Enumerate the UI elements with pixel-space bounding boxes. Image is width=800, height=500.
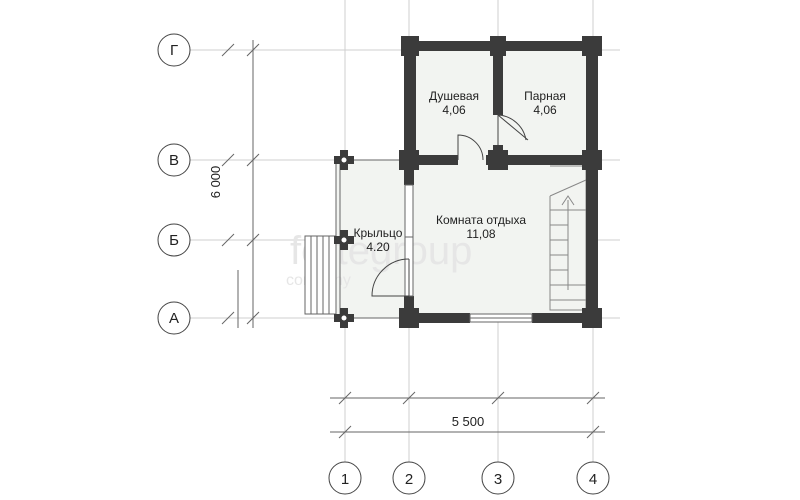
corner-post bbox=[582, 150, 602, 170]
axis-marker-a: А bbox=[157, 301, 191, 335]
dimension-width-text: 5 500 bbox=[452, 414, 485, 429]
wall-bottom-left bbox=[404, 313, 470, 323]
dim-tick bbox=[221, 153, 235, 167]
doors bbox=[371, 114, 529, 297]
dim-tick bbox=[221, 43, 235, 57]
room-labels: Душевая 4,06 Парная 4,06 Комната отдыха … bbox=[354, 89, 566, 254]
axis-marker-v: В bbox=[157, 143, 191, 177]
corner-post bbox=[582, 308, 602, 328]
letter-axis-markers: Г В Б А bbox=[157, 33, 191, 335]
floor-rest-room bbox=[409, 160, 593, 318]
dim-tick bbox=[246, 153, 260, 167]
axis-label-b: Б bbox=[169, 232, 179, 249]
room-area-rest: 11,08 bbox=[466, 227, 495, 241]
corner-post bbox=[399, 150, 419, 170]
wall-partition-shower-steam bbox=[493, 41, 503, 115]
axis-label-v: В bbox=[169, 152, 179, 169]
corner-post bbox=[401, 36, 419, 56]
corner-post bbox=[490, 36, 506, 56]
axis-label-1: 1 bbox=[341, 471, 349, 488]
dim-tick bbox=[402, 391, 416, 405]
axis-label-4: 4 bbox=[589, 471, 597, 488]
axis-label-a: А bbox=[169, 310, 179, 327]
wall-horizontal-right bbox=[486, 155, 598, 165]
room-name-rest: Комната отдыха bbox=[436, 213, 526, 227]
axis-label-3: 3 bbox=[494, 471, 502, 488]
dim-tick bbox=[246, 233, 260, 247]
axis-marker-2: 2 bbox=[392, 461, 426, 495]
porch-post-top bbox=[334, 150, 354, 170]
door-shower bbox=[457, 134, 484, 161]
stair-arrow bbox=[561, 195, 575, 206]
axis-marker-4: 4 bbox=[576, 461, 610, 495]
dimension-lines bbox=[221, 40, 605, 439]
wall-bottom-right bbox=[532, 313, 598, 323]
dim-tick bbox=[586, 425, 600, 439]
walls bbox=[399, 36, 602, 328]
dim-tick bbox=[221, 233, 235, 247]
door-porch bbox=[371, 258, 410, 297]
porch-stairs bbox=[304, 235, 337, 315]
dim-tick bbox=[586, 391, 600, 405]
room-name-steam: Парная bbox=[524, 89, 566, 103]
dimension-height-text: 6 000 bbox=[208, 166, 223, 199]
room-area-steam: 4,06 bbox=[533, 103, 557, 117]
dim-tick bbox=[221, 311, 235, 325]
floor-steam-room bbox=[498, 46, 593, 160]
stair-step bbox=[549, 179, 587, 197]
axis-label-g: Г bbox=[170, 42, 178, 59]
number-axis-markers: 1 2 3 4 bbox=[328, 461, 610, 495]
dim-tick bbox=[338, 391, 352, 405]
corner-post bbox=[488, 150, 508, 170]
room-area-shower: 4,06 bbox=[442, 103, 466, 117]
axis-marker-b: Б bbox=[157, 223, 191, 257]
dim-tick bbox=[338, 425, 352, 439]
floors bbox=[336, 46, 593, 318]
opening-left-wall-upper bbox=[404, 184, 414, 238]
floor-shower bbox=[409, 46, 498, 160]
porch-posts bbox=[334, 150, 354, 328]
dim-tick bbox=[246, 311, 260, 325]
axis-marker-g: Г bbox=[157, 33, 191, 67]
corner-post bbox=[582, 36, 602, 56]
porch-stair-block bbox=[304, 235, 337, 315]
dim-tick bbox=[246, 43, 260, 57]
axis-marker-1: 1 bbox=[328, 461, 362, 495]
wall-horizontal-left bbox=[404, 155, 458, 165]
room-name-shower: Душевая bbox=[429, 89, 479, 103]
corner-post bbox=[399, 308, 419, 328]
axis-marker-3: 3 bbox=[481, 461, 515, 495]
dim-tick bbox=[491, 391, 505, 405]
room-area-porch: 4.20 bbox=[366, 240, 390, 254]
wall-left-upper bbox=[404, 41, 416, 165]
axis-label-2: 2 bbox=[405, 471, 413, 488]
porch-post-bottom bbox=[334, 308, 354, 328]
wall-right bbox=[586, 41, 598, 323]
porch-post-mid bbox=[334, 230, 354, 250]
room-name-porch: Крыльцо bbox=[354, 226, 403, 240]
door-steam-room bbox=[497, 114, 529, 145]
